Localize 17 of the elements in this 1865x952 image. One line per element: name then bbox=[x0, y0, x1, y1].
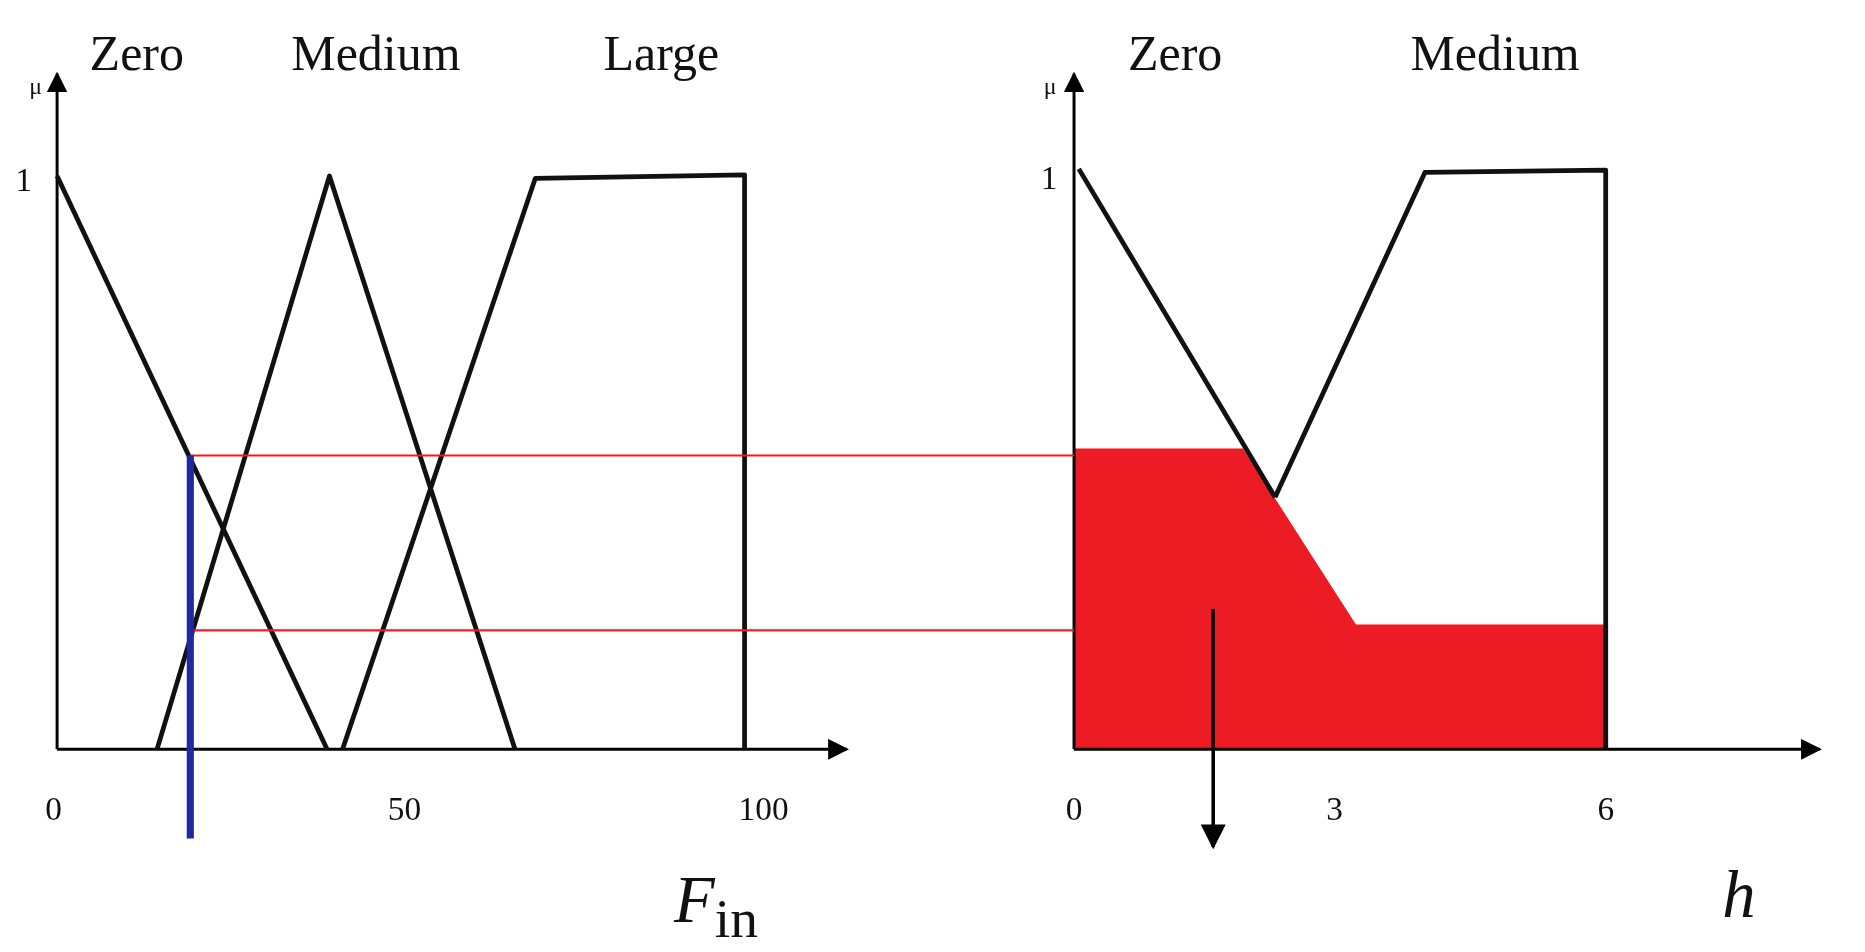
tick-label: 0 bbox=[45, 792, 62, 826]
axis-label: μ bbox=[1043, 73, 1057, 98]
tick-label: 3 bbox=[1326, 792, 1343, 826]
tick-label: 1 bbox=[15, 164, 33, 198]
axis-label: F$_{in}$ bbox=[674, 866, 758, 947]
set-label: Zero bbox=[89, 28, 184, 79]
set-label: Zero bbox=[1128, 28, 1223, 79]
tick-label: 6 bbox=[1597, 792, 1615, 826]
set-label: Medium bbox=[291, 28, 461, 79]
tick-label: 0 bbox=[1065, 792, 1083, 826]
axis-label: h bbox=[1722, 861, 1756, 928]
axis-label: μ bbox=[29, 73, 43, 98]
tick-label: 1 bbox=[1040, 161, 1058, 196]
set-label: Large bbox=[603, 28, 720, 79]
set-label: Medium bbox=[1410, 28, 1580, 79]
tick-label: 50 bbox=[387, 792, 422, 826]
tick-label: 100 bbox=[738, 792, 789, 826]
